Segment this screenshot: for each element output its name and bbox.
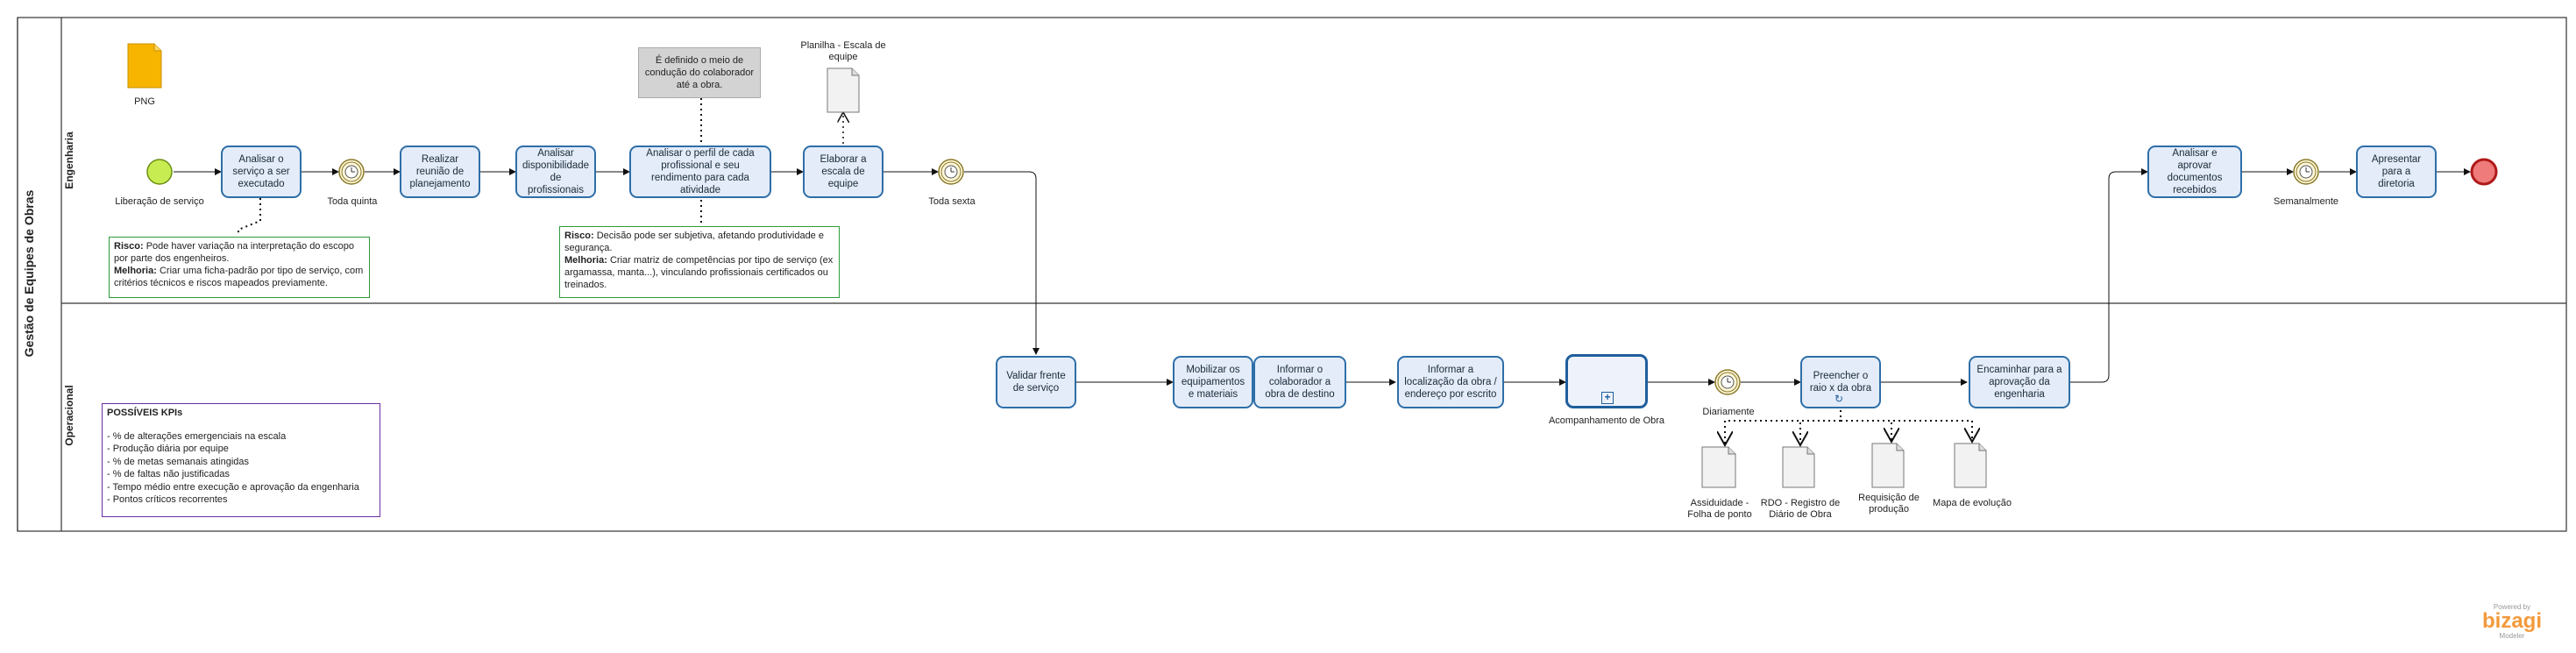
doc-label-requisicao: Requisição de produção: [1858, 493, 1920, 515]
kpi-item: - Produção diária por equipe: [107, 444, 229, 454]
document-icon-rdo: [1782, 446, 1815, 488]
task-analisar-perfil[interactable]: Analisar o perfil de cada profissional e…: [629, 146, 771, 198]
doc-label-rdo: RDO - Registro de Diário de Obra: [1760, 498, 1841, 520]
bizagi-wordmark: bizagi: [2481, 609, 2542, 633]
expand-icon[interactable]: +: [1601, 392, 1614, 404]
kpi-title: POSSÍVEIS KPIs: [107, 408, 183, 418]
kpi-item: - Tempo médio entre execução e aprovação…: [107, 481, 359, 493]
document-icon-assiduidade: [1701, 446, 1736, 488]
timer-label-sexta: Toda sexta: [928, 196, 976, 207]
end-event: [2470, 158, 2498, 186]
pool-title: Gestão de Equipes de Obras: [22, 189, 36, 358]
start-event-label: Liberação de serviço: [115, 196, 204, 207]
task-mobilizar[interactable]: Mobilizar os equipamentos e materiais: [1173, 356, 1253, 408]
timer-label-semanal: Semanalmente: [2274, 196, 2338, 207]
task-informar-colaborador[interactable]: Informar o colaborador a obra de destino: [1253, 356, 1346, 408]
timer-event-quinta: [338, 159, 365, 185]
timer-event-semanal: [2293, 159, 2319, 185]
task-informar-localizacao[interactable]: Informar a localização da obra / endereç…: [1397, 356, 1504, 408]
task-apresentar[interactable]: Apresentar para a diretoria: [2356, 146, 2437, 198]
kpi-item: - % de metas semanais atingidas: [107, 456, 250, 467]
timer-label-quinta: Toda quinta: [327, 196, 378, 207]
png-label: PNG: [134, 96, 155, 107]
loop-icon: ↻: [1834, 393, 1844, 405]
doc-label-mapa: Mapa de evolução: [1933, 498, 2012, 508]
timer-event-sexta: [938, 159, 964, 185]
task-elaborar-escala[interactable]: Elaborar a escala de equipe: [803, 146, 884, 198]
document-icon-planilha: [827, 67, 860, 113]
pool-border: [17, 17, 2567, 532]
risk-note-analisar-servico: Risco: Pode haver variação na interpreta…: [109, 237, 370, 298]
document-icon-mapa: [1954, 443, 1987, 488]
kpi-item: - % de alterações emergenciais na escala: [107, 430, 287, 442]
timer-event-diario: [1714, 369, 1741, 395]
task-preencher-raio[interactable]: Preencher o raio x da obra: [1800, 356, 1881, 408]
lane-title-engenharia: Engenharia: [63, 131, 75, 189]
task-validar-frente[interactable]: Validar frente de serviço: [996, 356, 1076, 408]
timer-label-diario: Diariamente: [1702, 407, 1755, 417]
task-realizar-reuniao[interactable]: Realizar reunião de planejamento: [400, 146, 480, 198]
task-encaminhar[interactable]: Encaminhar para a aprovação da engenhari…: [1969, 356, 2070, 408]
kpi-item: - Pontos críticos recorrentes: [107, 494, 228, 505]
annotation-conducao: É definido o meio de condução do colabor…: [638, 47, 761, 98]
modeler-text: Modeler: [2499, 632, 2525, 640]
doc-label-planilha: Planilha - Escala de equipe: [800, 40, 886, 62]
risk-note-analisar-perfil: Risco: Decisão pode ser subjetiva, afeta…: [559, 226, 840, 298]
kpi-item: - % de faltas não justificadas: [107, 469, 231, 479]
start-event: [146, 159, 173, 185]
png-file-icon: [127, 43, 162, 89]
subprocess-acompanhamento[interactable]: +: [1565, 354, 1648, 408]
powered-by-text: Powered by: [2493, 603, 2531, 611]
task-analisar-servico[interactable]: Analisar o serviço a ser executado: [221, 146, 302, 198]
doc-label-assiduidade: Assiduidade - Folha de ponto: [1687, 498, 1752, 520]
task-analisar-aprovar[interactable]: Analisar e aprovar documentos recebidos: [2147, 146, 2242, 198]
kpi-box: POSSÍVEIS KPIs - % de alterações emergen…: [102, 403, 380, 517]
subprocess-label: Acompanhamento de Obra: [1548, 415, 1665, 426]
document-icon-requisicao: [1871, 443, 1905, 488]
task-analisar-disponibilidade[interactable]: Analisar disponibilidade de profissionai…: [515, 146, 596, 198]
lane-title-operacional: Operacional: [63, 385, 75, 446]
bizagi-logo: Powered by bizagi Modeler: [2475, 603, 2549, 640]
